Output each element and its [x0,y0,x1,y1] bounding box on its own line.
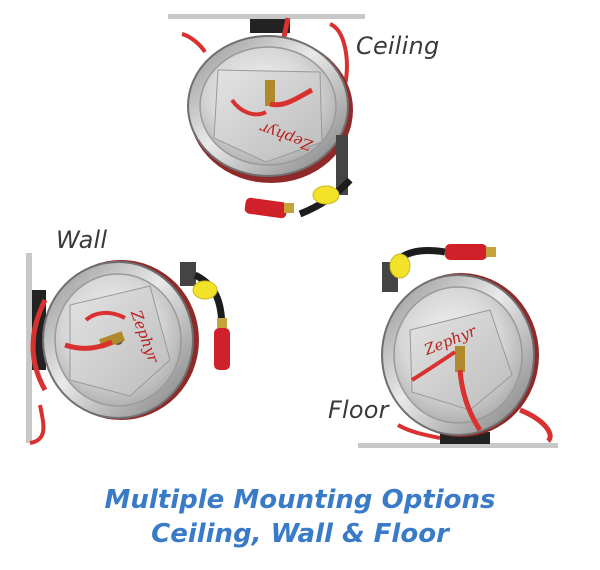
wall-coupler [214,328,230,370]
floor-coupler [445,244,487,260]
floor-reel: Zephyr [358,244,558,448]
ceiling-label: Ceiling [356,32,440,60]
wall-label: Wall [56,226,108,254]
wall-hose-guard [192,280,218,300]
wall-reel: Zephyr [26,253,230,445]
ceiling-reel: Zephyr [168,14,365,219]
wall-mount-surface [26,253,32,443]
ceiling-reel-plate [213,69,323,163]
wall-hose [30,298,48,392]
ceiling-coupler [244,197,288,219]
floor-hose [519,407,553,443]
caption-line-2: Ceiling, Wall & Floor [151,519,449,549]
ceiling-hose-guard [312,185,340,205]
floor-label: Floor [328,396,389,424]
ceiling-mount-surface [168,14,365,19]
floor-mount-surface [358,443,558,448]
floor-hose-guard [389,253,411,279]
caption-line-1: Multiple Mounting Options [104,485,496,515]
